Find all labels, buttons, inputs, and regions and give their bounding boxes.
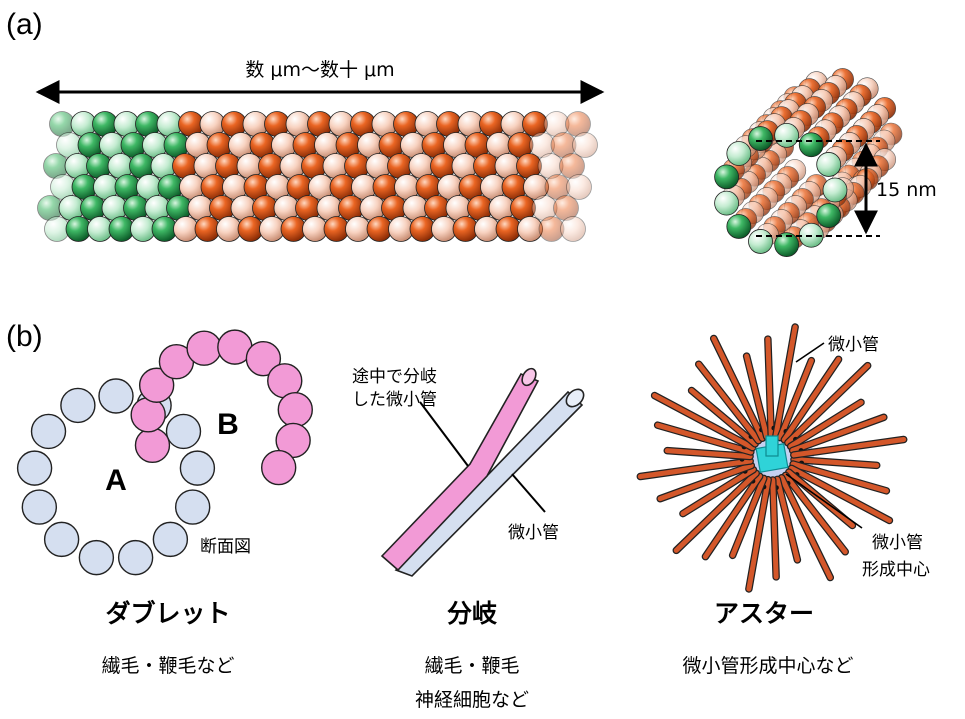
- aster-microtubule: [652, 393, 756, 451]
- aster-microtubule: [680, 467, 756, 517]
- aster-title: アスター: [714, 599, 814, 628]
- tubulin-bead-front: [726, 214, 752, 239]
- straight-tube-end: [565, 388, 585, 408]
- branch-mt-label: 微小管: [508, 523, 559, 543]
- a-tubule-subunit: [174, 489, 211, 525]
- a-tubule-subunit: [98, 378, 134, 414]
- aster-microtubule: [702, 473, 763, 560]
- a-tubule-subunit: [21, 489, 58, 525]
- aster-microtubule: [744, 353, 770, 440]
- a-tubule-subunit: [117, 539, 154, 576]
- tubulin-bead-front: [748, 229, 773, 254]
- doublet-caption: 繊毛・鞭毛など: [101, 655, 234, 677]
- b-tubule-subunit: [277, 392, 313, 428]
- aster-array: [636, 323, 908, 593]
- a-tubule-subunit: [30, 413, 67, 450]
- aster-microtubule: [779, 475, 833, 581]
- aster-microtubule: [770, 477, 779, 580]
- branching-microtubule: [380, 367, 585, 577]
- aster-microtubule: [791, 437, 907, 458]
- aster-microtubule: [696, 361, 761, 444]
- branch-pointer: [419, 401, 469, 467]
- tubulin-bead-front: [726, 141, 752, 166]
- tubulin-bead-front: [714, 190, 739, 216]
- a-tubule-subunit: [43, 521, 80, 558]
- aster-microtubule: [657, 463, 754, 502]
- aster-microtubule: [664, 448, 753, 459]
- cross-section-label: 断面図: [200, 537, 251, 557]
- aster-mtoc-line1: 微小管: [872, 533, 923, 553]
- straight-tube: [394, 390, 584, 577]
- aster-microtubule: [788, 465, 892, 523]
- branch-label-line1: 途中で分岐: [352, 367, 437, 387]
- branch-caption-line2: 神経細胞など: [415, 689, 529, 711]
- aster-microtubule: [781, 356, 842, 443]
- aster-microtubule: [788, 399, 864, 449]
- microtubule-side-view: [37, 111, 598, 242]
- tubulin-bead-front: [816, 203, 842, 228]
- branch-tube: [380, 372, 540, 572]
- microtubule-end-view: [714, 68, 903, 257]
- b-tubule-subunit: [134, 427, 171, 464]
- a-tubule-subunit: [165, 413, 202, 450]
- tubulin-bead: [560, 216, 586, 242]
- aster-microtubule: [777, 358, 814, 441]
- a-tubule-subunit: [78, 539, 115, 576]
- aster-microtubule: [711, 335, 765, 441]
- aster-microtubule: [730, 475, 767, 558]
- tubulin-bead-front: [822, 177, 848, 203]
- aster-mtoc-line2: 形成中心: [862, 560, 930, 580]
- length-label: 数 μm〜数十 μm: [245, 59, 394, 81]
- doublet-label-a: A: [105, 464, 127, 497]
- a-tubule-subunit: [179, 450, 216, 486]
- tubulin-bead-front: [816, 152, 842, 177]
- aster-microtubule: [791, 457, 880, 468]
- b-tubule-subunit: [245, 340, 282, 377]
- tubulin-bead-front: [748, 126, 773, 151]
- b-tubule-subunit: [130, 397, 166, 433]
- branch-label-line2: した微小管: [352, 390, 437, 410]
- doublet-title: ダブレット: [105, 599, 230, 628]
- a-tubule-subunit: [60, 387, 96, 424]
- branch-caption-line1: 繊毛・鞭毛: [424, 655, 519, 677]
- aster-mt-pointer: [795, 342, 825, 363]
- tubulin-bead-front: [774, 123, 800, 148]
- tubulin-bead: [572, 132, 598, 158]
- b-tubule-subunit: [186, 330, 222, 366]
- straight-pointer: [511, 473, 546, 513]
- mtoc-centriole: [765, 435, 779, 457]
- aster-microtubule: [783, 472, 848, 555]
- aster-mtoc-pointer: [785, 473, 863, 529]
- tubulin-bead-front: [714, 164, 739, 190]
- aster-microtubule: [790, 414, 887, 453]
- b-tubule-subunit: [138, 367, 175, 403]
- aster-microtubule: [746, 477, 771, 592]
- aster-microtubule: [790, 461, 889, 494]
- panel-b-label: (b): [6, 320, 43, 353]
- aster-microtubule: [773, 324, 798, 439]
- panel-a-label: (a): [6, 8, 43, 41]
- doublet-cross-section: [16, 329, 313, 576]
- aster-mt-label: 微小管: [828, 335, 879, 355]
- aster-microtubule: [785, 363, 871, 446]
- tubulin-bead-front: [774, 232, 800, 257]
- aster-microtubule: [765, 336, 774, 439]
- doublet-label-b: B: [217, 408, 239, 441]
- b-tubule-subunit: [260, 449, 297, 486]
- aster-microtubule: [655, 422, 754, 455]
- branch-tube-end: [521, 367, 537, 387]
- a-tubule-subunit: [16, 450, 53, 486]
- aster-microtubule: [673, 470, 759, 553]
- branch-title: 分岐: [447, 599, 498, 628]
- aster-caption: 微小管形成中心など: [682, 655, 853, 677]
- aster-microtubule: [774, 476, 800, 563]
- tubulin-bead-front: [798, 132, 824, 158]
- a-tubule-subunit: [152, 521, 189, 558]
- aster-microtubule: [689, 387, 758, 447]
- tubulin-bead: [566, 174, 592, 200]
- diameter-label: 15 nm: [876, 179, 937, 201]
- aster-microtubule: [637, 458, 753, 479]
